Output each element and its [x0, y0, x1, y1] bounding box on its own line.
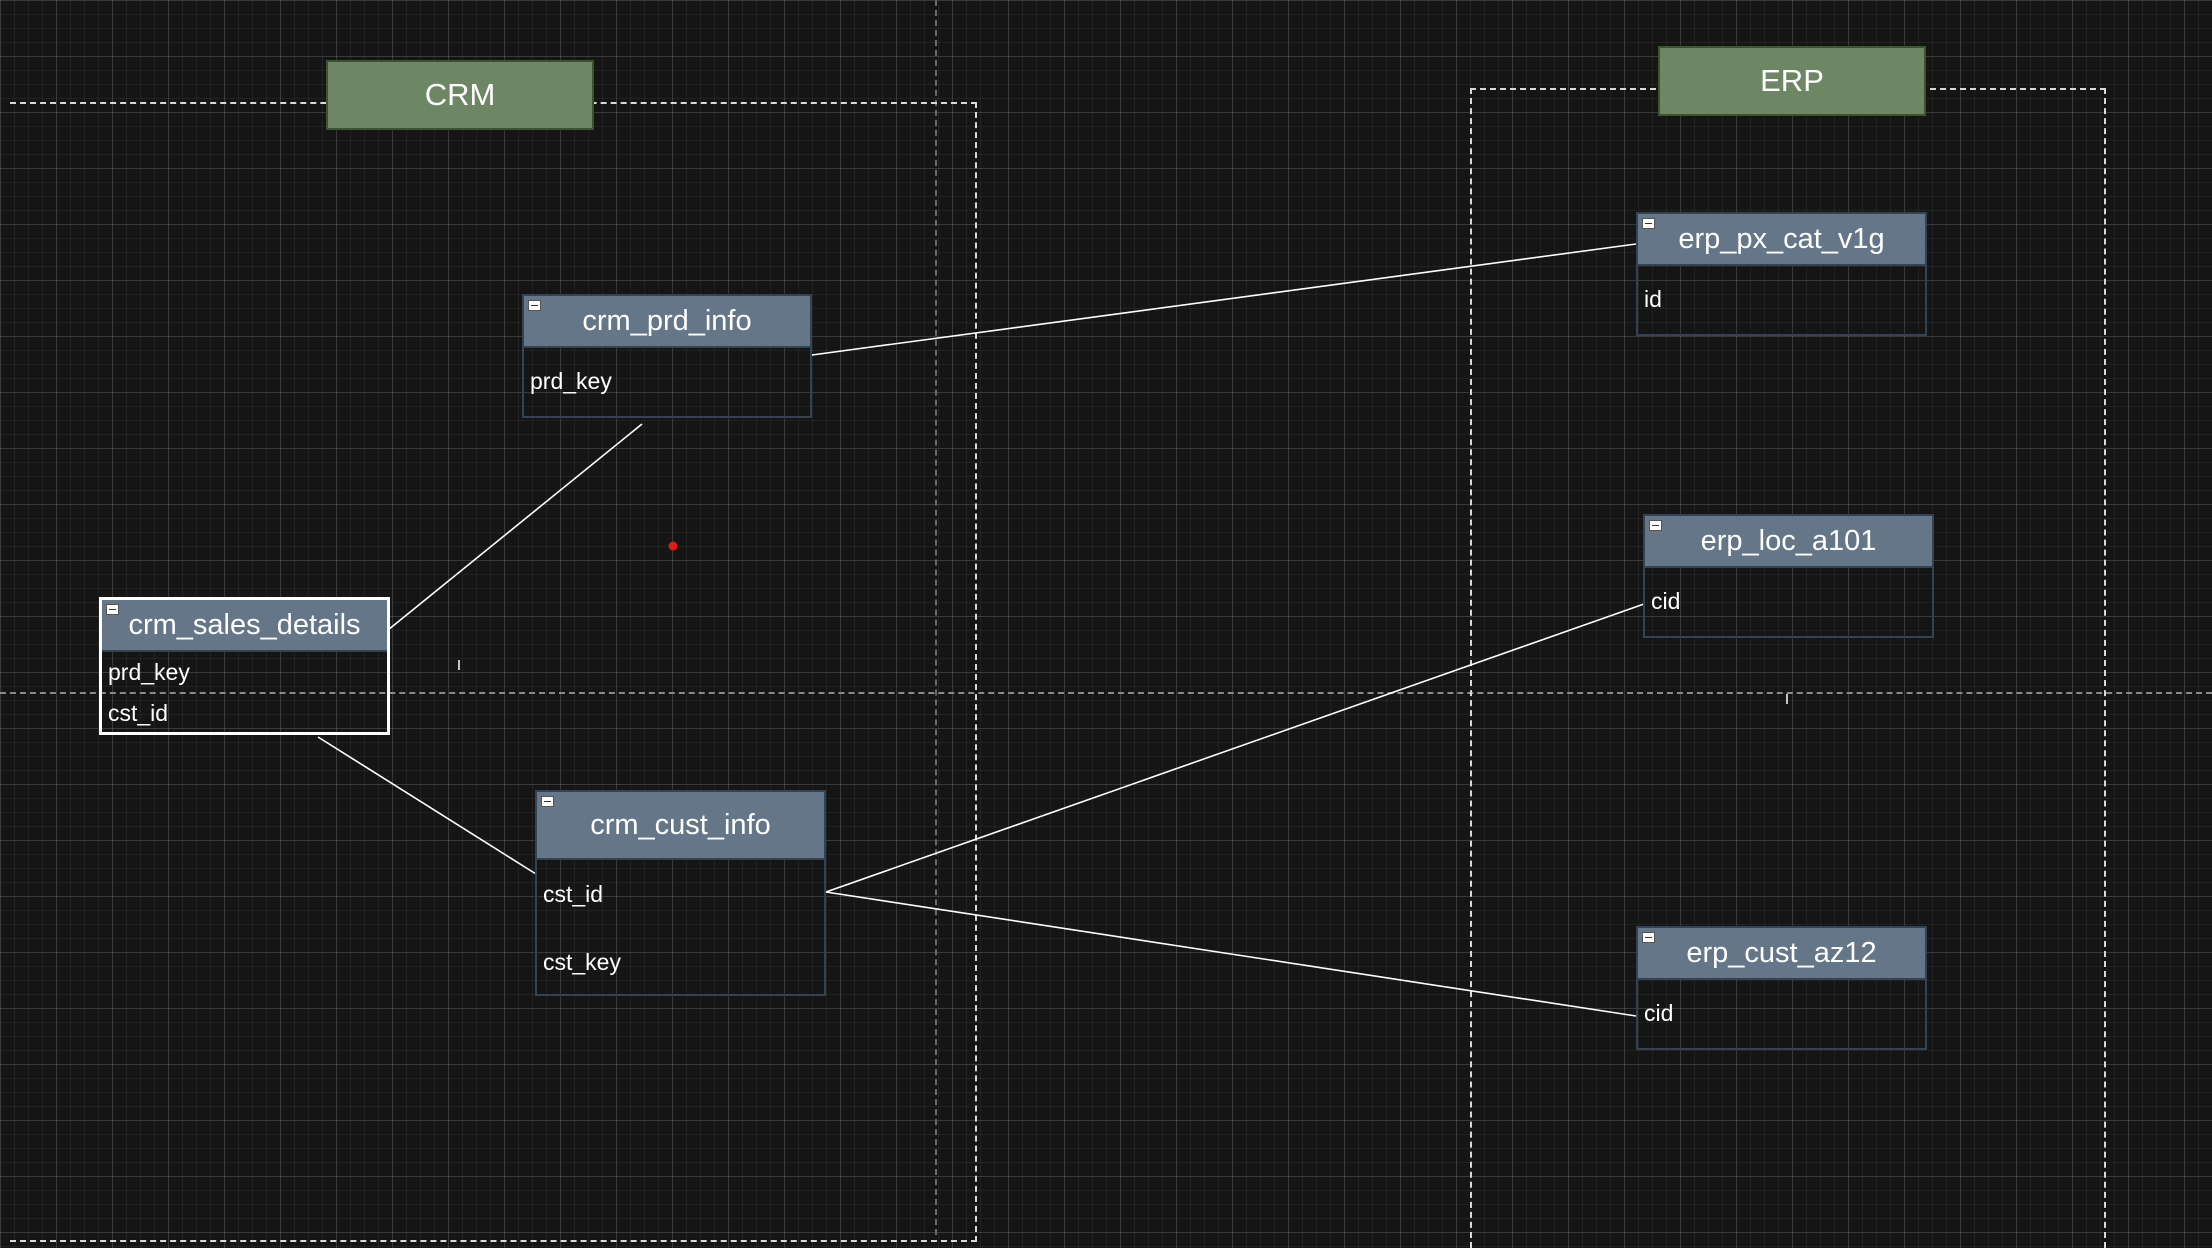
- table-crm-cust-info[interactable]: crm_cust_info cst_id cst_key: [535, 790, 826, 996]
- table-header[interactable]: crm_cust_info: [537, 792, 824, 860]
- link-sales-to-cust: [317, 736, 537, 875]
- field-label: prd_key: [108, 659, 190, 685]
- table-title: crm_cust_info: [590, 808, 771, 841]
- collapse-icon[interactable]: [528, 300, 541, 311]
- red-marker-dot: [668, 541, 678, 551]
- table-erp-loc-a101[interactable]: erp_loc_a101 cid: [1643, 514, 1934, 638]
- table-title: erp_loc_a101: [1700, 524, 1877, 557]
- field-cst-key[interactable]: cst_key: [537, 928, 824, 996]
- field-prd-key[interactable]: prd_key: [524, 348, 810, 414]
- field-id[interactable]: id: [1638, 266, 1925, 332]
- field-label: cid: [1644, 999, 1674, 1026]
- field-label: prd_key: [530, 367, 612, 394]
- field-label: cst_id: [108, 699, 169, 726]
- collapse-icon[interactable]: [1649, 520, 1662, 531]
- field-prd-key[interactable]: prd_key: [102, 652, 387, 693]
- table-crm-sales-details[interactable]: crm_sales_details prd_key cst_id: [99, 597, 390, 735]
- link-cust-to-az12: [825, 891, 1637, 1017]
- field-label: cst_id: [543, 880, 604, 907]
- table-header[interactable]: erp_cust_az12: [1638, 928, 1925, 980]
- erp-group-label[interactable]: ERP: [1658, 46, 1926, 116]
- table-title: erp_px_cat_v1g: [1678, 222, 1885, 255]
- crm-group-label-text: CRM: [424, 77, 496, 112]
- collapse-icon[interactable]: [106, 604, 119, 615]
- vertical-guide-line: [935, 0, 937, 1235]
- link-cust-to-loc: [825, 603, 1645, 893]
- table-header[interactable]: erp_px_cat_v1g: [1638, 214, 1925, 266]
- field-cid[interactable]: cid: [1638, 980, 1925, 1046]
- table-erp-px-cat-v1g[interactable]: erp_px_cat_v1g id: [1636, 212, 1927, 336]
- field-label: id: [1644, 285, 1662, 312]
- table-title: crm_sales_details: [128, 608, 361, 641]
- field-label: cid: [1651, 587, 1681, 614]
- erp-group-label-text: ERP: [1760, 63, 1824, 98]
- table-crm-prd-info[interactable]: crm_prd_info prd_key: [522, 294, 812, 418]
- field-cst-id[interactable]: cst_id: [537, 860, 824, 928]
- field-cst-id[interactable]: cst_id: [102, 693, 387, 733]
- crm-group-label[interactable]: CRM: [326, 60, 594, 130]
- table-header[interactable]: erp_loc_a101: [1645, 516, 1932, 568]
- table-header[interactable]: crm_sales_details: [102, 600, 387, 652]
- table-header[interactable]: crm_prd_info: [524, 296, 810, 348]
- link-sales-to-prd: [387, 423, 643, 631]
- link-prd-to-px-cat: [811, 243, 1637, 356]
- collapse-icon[interactable]: [541, 796, 554, 807]
- table-title: crm_prd_info: [582, 304, 752, 337]
- collapse-icon[interactable]: [1642, 218, 1655, 229]
- table-title: erp_cust_az12: [1686, 936, 1877, 969]
- horizontal-guide-line: [0, 692, 2212, 694]
- field-label: cst_key: [543, 948, 621, 975]
- field-cid[interactable]: cid: [1645, 568, 1932, 634]
- table-erp-cust-az12[interactable]: erp_cust_az12 cid: [1636, 926, 1927, 1050]
- collapse-icon[interactable]: [1642, 932, 1655, 943]
